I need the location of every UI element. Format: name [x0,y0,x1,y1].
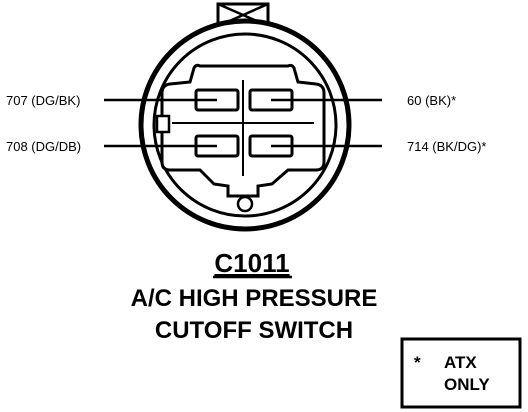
footnote-mark: * [414,353,421,372]
connector-name-line1: A/C HIGH PRESSURE [131,285,378,312]
leader-lines [104,98,382,148]
pin-label-707: 707 (DG/BK) [6,93,80,108]
pin-label-60: 60 (BK)* [407,93,456,108]
pin-label-714: 714 (BK/DG)* [407,139,486,154]
footnote-line1: ATX [444,353,477,372]
connector-id: C1011 [214,248,289,278]
footnote-box: * ATX ONLY [400,337,522,409]
pin-label-708: 708 (DG/DB) [6,139,81,154]
footnote-line2: ONLY [444,375,490,394]
connector-name-line2: CUTOFF SWITCH [155,317,353,344]
